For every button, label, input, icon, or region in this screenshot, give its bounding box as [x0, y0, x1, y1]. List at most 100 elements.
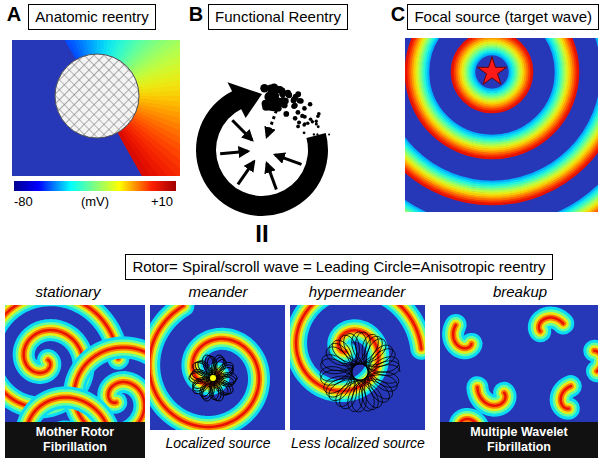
- wave-band: [477, 387, 505, 405]
- tip-trajectory: [189, 355, 237, 401]
- refractory-dot: [295, 91, 301, 97]
- source-note: Less localized source: [291, 435, 425, 452]
- inward-arrow: [232, 120, 252, 140]
- wave-band: [594, 351, 598, 372]
- wave-ring: [405, 38, 598, 212]
- inward-arrow: [267, 163, 277, 189]
- refractory-dot: [316, 115, 320, 119]
- refractory-dot: [316, 133, 318, 135]
- wave-segment: [26, 40, 81, 58]
- wave-band: [561, 386, 571, 409]
- refractory-dot: [270, 83, 278, 91]
- meander-panel: [150, 305, 285, 430]
- inward-arrow: [275, 155, 301, 165]
- spiral-wave: [453, 325, 471, 348]
- refractory-dot: [302, 123, 306, 127]
- wave-band: [296, 305, 421, 391]
- wave-band: [539, 318, 563, 332]
- wave-ring: [405, 38, 598, 212]
- color-bar: [14, 181, 176, 191]
- wave-segment: [56, 40, 90, 55]
- refractory-dot: [321, 140, 323, 142]
- node-text: Functional Reentry: [215, 8, 341, 26]
- panel-caption: meander: [188, 283, 247, 301]
- obstacle: [55, 54, 139, 138]
- node-text: Focal source (target wave): [414, 8, 592, 26]
- wave-band: [594, 351, 598, 372]
- tissue-ground: [150, 305, 285, 430]
- breakup-panel: [440, 305, 598, 458]
- wave-ring: [405, 38, 598, 212]
- refractory-dot: [286, 92, 292, 98]
- wave-band: [296, 305, 421, 391]
- mechanism-box: Multiple Wavelet Fibrillation: [440, 422, 598, 458]
- wave-ring: [462, 42, 522, 102]
- wave-band: [539, 318, 563, 332]
- refractory-dot: [270, 104, 277, 111]
- refractory-dot: [295, 110, 300, 115]
- scale-unit: (mV): [81, 194, 109, 210]
- wave-ring: [405, 38, 598, 212]
- wave-segment: [46, 40, 87, 56]
- tissue-ground: [440, 305, 598, 458]
- wave-band: [594, 351, 598, 372]
- wave-band: [561, 386, 571, 409]
- panel-letter: A: [7, 2, 21, 26]
- wave-ring: [405, 38, 598, 212]
- wave-ring: [405, 38, 598, 212]
- wave-ring: [405, 38, 598, 212]
- wave-ring: [472, 52, 512, 92]
- scale-value: +10: [151, 194, 173, 210]
- reentry-ring: [196, 91, 328, 216]
- refractory-dot: [303, 115, 307, 119]
- wave-band: [539, 318, 563, 332]
- focal-panel: [405, 38, 598, 212]
- wave-segment: [66, 40, 92, 55]
- refractory-dot: [323, 137, 325, 139]
- wave-band: [150, 306, 259, 427]
- refractory-dot: [328, 133, 330, 135]
- wave-ring: [408, 38, 576, 156]
- wave-ring: [456, 38, 528, 108]
- refractory-dot: [306, 121, 310, 125]
- wave-band: [561, 386, 571, 409]
- wave-ring: [464, 44, 520, 100]
- wave-band: [296, 305, 421, 391]
- refractory-dot: [291, 104, 296, 109]
- refractory-dot: [297, 120, 301, 124]
- wave-ring: [452, 38, 532, 112]
- inward-arrow: [267, 111, 277, 137]
- refractory-dot: [312, 140, 314, 142]
- refractory-dot: [278, 87, 285, 94]
- wave-ring: [460, 40, 524, 104]
- wave-segment: [76, 40, 95, 54]
- equivalence-banner: Rotor= Spiral/scroll wave = Leading Circ…: [125, 254, 552, 280]
- node-text: Mother Rotor Fibrillation: [9, 425, 141, 455]
- refractory-dot: [296, 125, 300, 129]
- wave-segment: [118, 131, 180, 176]
- wave-ring: [405, 38, 598, 212]
- wave-band: [453, 325, 471, 348]
- inward-arrow: [238, 161, 254, 184]
- wave-ring: [454, 38, 530, 110]
- wave-band: [477, 387, 505, 405]
- mechanism-box: Mother Rotor Fibrillation: [5, 422, 145, 458]
- wave-band: [453, 325, 471, 348]
- wave-band: [477, 387, 505, 405]
- wave-band: [561, 386, 571, 409]
- panel-caption: stationary: [35, 283, 100, 301]
- equivalence-sign: II: [255, 220, 268, 249]
- scale-value: -80: [14, 194, 33, 210]
- panel-caption: breakup: [493, 283, 547, 301]
- wave-ring: [405, 38, 598, 212]
- wave-ring: [405, 38, 598, 212]
- wave-band: [594, 351, 598, 372]
- tip-trajectory: [192, 356, 234, 399]
- panel-caption: hypermeander: [309, 283, 406, 301]
- wave-ring: [405, 38, 598, 212]
- wave-band: [561, 386, 571, 409]
- panel-title: Anatomic reentry: [28, 4, 155, 30]
- spiral-wave: [594, 351, 598, 372]
- panel-letter: B: [189, 2, 203, 26]
